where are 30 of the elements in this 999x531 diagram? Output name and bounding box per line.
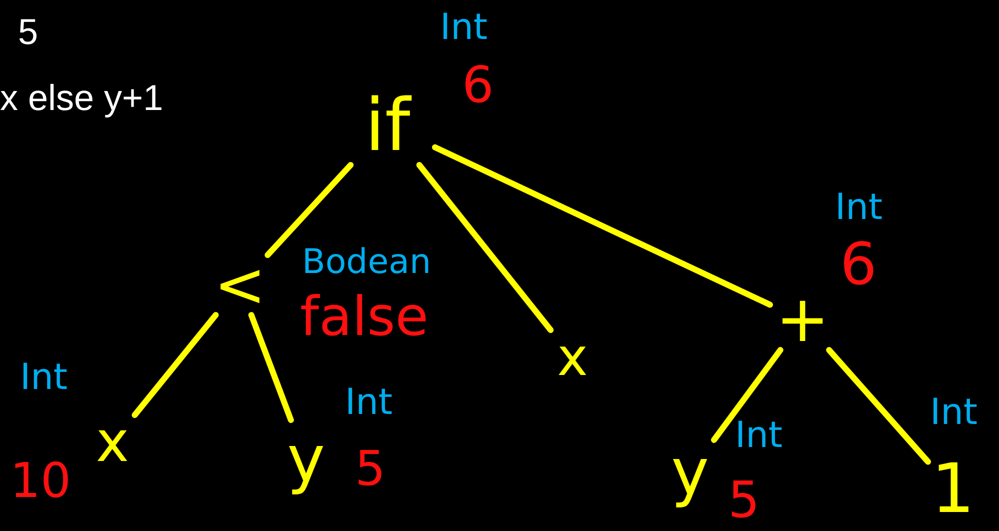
value-annotation: 6 — [840, 235, 877, 293]
type-annotation: Int — [930, 395, 978, 431]
value-annotation: 5 — [728, 475, 760, 525]
value-annotation: 5 — [355, 445, 386, 493]
tree-branch-line — [416, 162, 554, 333]
type-annotation: Int — [835, 190, 883, 226]
type-annotation: Bodean — [302, 245, 432, 279]
value-annotation: 6 — [462, 60, 494, 110]
tree-node-symbol: if — [340, 85, 435, 165]
tree-node-symbol: y — [666, 430, 714, 515]
tree-branch-line — [711, 347, 784, 443]
code-text: 5 — [18, 14, 38, 50]
tree-node-symbol: y — [282, 420, 330, 500]
tree-node-symbol: 1 — [928, 455, 978, 525]
code-text: x else y+1 — [0, 80, 164, 116]
type-annotation: Int — [20, 360, 68, 396]
tree-branch-line — [432, 144, 773, 308]
tree-node-symbol: < — [210, 255, 270, 315]
tree-branch-line — [248, 312, 294, 423]
tree-node-symbol: + — [770, 290, 835, 350]
tree-node-symbol: x — [80, 415, 145, 470]
value-annotation: 10 — [10, 457, 72, 505]
tree-node-symbol: x — [545, 330, 600, 385]
type-annotation: Int — [735, 418, 783, 454]
value-annotation: false — [300, 290, 428, 344]
type-annotation: Int — [440, 10, 488, 46]
type-annotation: Int — [345, 385, 393, 421]
tree-branch-line — [264, 162, 354, 258]
tree-branch-line — [132, 312, 219, 418]
tree-branch-line — [826, 347, 931, 465]
